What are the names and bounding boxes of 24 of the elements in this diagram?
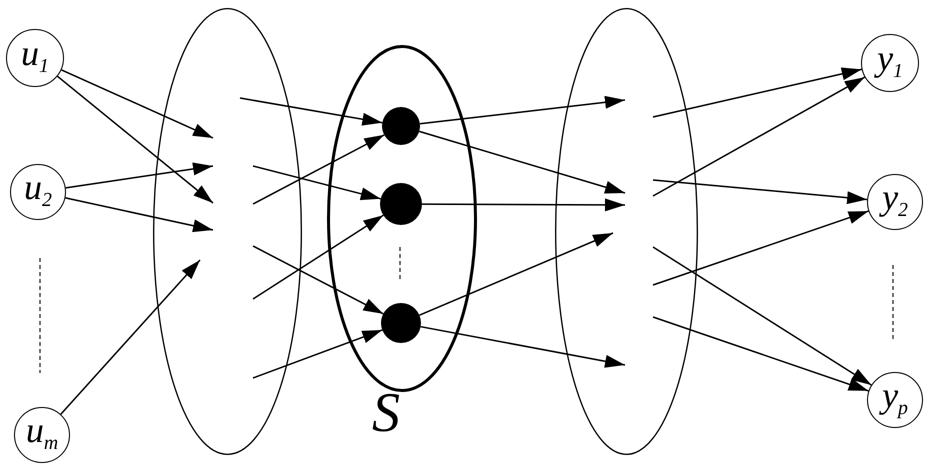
- arrow: [652, 68, 862, 118]
- filled-dot: [382, 107, 420, 145]
- region-ellipse: [153, 8, 302, 455]
- arrow: [652, 179, 868, 204]
- arrow: [66, 162, 214, 189]
- arrow: [252, 329, 383, 379]
- variable-label: u$_{m}$: [26, 412, 58, 456]
- arrow: [652, 76, 866, 197]
- variable-label: u$_{2}$: [24, 169, 52, 214]
- filled-dot: [380, 183, 422, 225]
- set-label: S: [372, 385, 400, 441]
- filled-dot: [381, 303, 421, 343]
- arrow: [420, 96, 626, 125]
- arrow: [418, 130, 626, 194]
- arrow: [240, 97, 382, 126]
- arrow: [419, 232, 614, 316]
- arrow: [422, 198, 625, 212]
- arrow: [57, 76, 214, 204]
- arrow: [65, 197, 214, 232]
- arrow: [420, 326, 626, 368]
- region-ellipse: [555, 8, 698, 455]
- variable-label: u$_{1}$: [21, 35, 49, 80]
- arrow: [652, 316, 869, 392]
- arrow: [60, 260, 201, 415]
